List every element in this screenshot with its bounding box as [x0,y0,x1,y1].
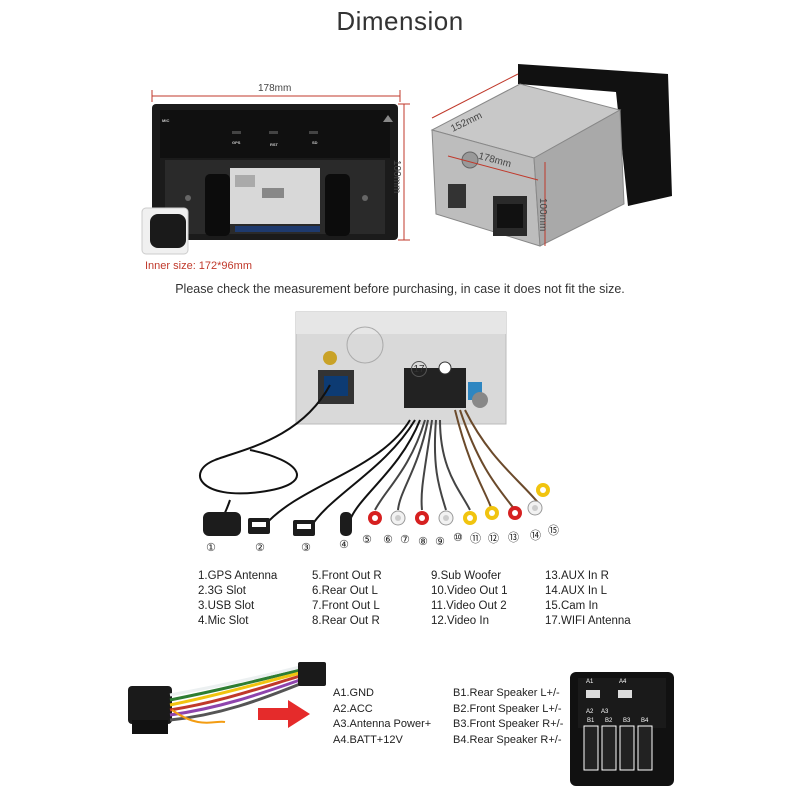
gps-antenna [203,512,241,536]
marker-10: ⑩ [453,532,463,544]
legend-col-1: 1.GPS Antenna 2.3G Slot 3.USB Slot 4.Mic… [198,569,277,629]
pin-b3: B3 [623,718,631,724]
rca-connectors [368,483,550,526]
mic-slot [340,512,352,536]
mic-label: MIC [162,118,170,123]
marker-4: ④ [339,539,349,551]
dimension-diagrams [141,64,672,255]
legend-item: 17.WIFI Antenna [545,615,631,627]
harness-a-item: A4.BATT+12V [333,733,403,746]
head-unit-front [152,104,398,240]
legend-item: 8.Rear Out R [312,615,380,627]
inner-size-inset [141,207,189,255]
pin-b4: B4 [641,718,649,724]
cable-bundle [199,384,541,529]
front-width-dimension [151,90,401,102]
pin-b1: B1 [587,718,595,724]
height-label: 100mm [391,160,402,194]
iso-connector-face [570,672,674,786]
legend-item: 12.Video In [431,615,489,627]
marker-3: ③ [301,542,311,554]
side-height-label: 100mm [537,198,548,232]
harness-a-list: A1.GND A2.ACC A3.Antenna Power+ A4.BATT+… [333,686,431,748]
legend-item: 3.USB Slot [198,600,255,612]
harness-b-list: B1.Rear Speaker L+/- B2.Front Speaker L+… [453,686,563,748]
marker-2: ② [255,542,265,554]
front-height-dimension [398,103,410,241]
legend-item: 15.Cam In [545,600,599,612]
harness-b-item: B4.Rear Speaker R+/- [453,733,562,746]
marker-8: ⑧ [418,536,428,548]
usb-3g-slot [248,518,270,534]
harness-b-item: B3.Front Speaker R+/- [453,718,564,730]
pin-a2: A2 [586,709,594,715]
legend-col-3: 9.Sub Woofer 10.Video Out 1 11.Video Out… [431,569,508,629]
marker-12: ⑫ [488,533,499,545]
harness-diagram [128,662,674,786]
marker-14: ⑭ [530,530,541,542]
legend-item: 14.AUX In L [545,585,608,597]
red-arrow-icon [258,700,310,728]
harness-a-item: A3.Antenna Power+ [333,718,432,730]
marker-1: ① [206,542,216,554]
legend-item: 4.Mic Slot [198,615,249,627]
legend-item: 11.Video Out 2 [431,600,507,612]
head-unit-rear [295,311,507,425]
legend-col-2: 5.Front Out R 6.Rear Out L 7.Front Out L… [312,569,382,629]
sd-label: SD [312,140,318,145]
purchase-notice: Please check the measurement before purc… [175,282,625,296]
legend-item: 1.GPS Antenna [198,570,278,582]
legend-item: 7.Front Out L [312,600,380,612]
legend-item: 5.Front Out R [312,570,382,582]
marker-15: ⑮ [548,525,559,537]
harness-a-item: A2.ACC [333,702,373,715]
pin-a1: A1 [586,679,594,685]
legend-item: 9.Sub Woofer [431,570,502,582]
marker-17: 17 [411,361,427,377]
page-title: Dimension [336,6,464,36]
gps-label: GPS [232,140,241,145]
usb-slot [293,520,315,536]
pin-a3: A3 [601,709,609,715]
rear-connections-diagram [199,311,550,536]
harness-b-item: B1.Rear Speaker L+/- [453,687,560,699]
marker-11: ⑪ [470,533,481,545]
legend-item: 13.AUX In R [545,570,609,582]
inner-size-label: Inner size: 172*96mm [145,260,252,272]
head-unit-side [430,64,672,247]
pin-a4: A4 [619,679,627,685]
pin-b2: B2 [605,718,613,724]
wire-harness [128,662,326,734]
legend-col-4: 13.AUX In R 14.AUX In L 15.Cam In 17.WIF… [545,569,631,629]
marker-5: ⑤ [362,534,372,546]
width-label: 178mm [258,83,292,94]
legend-item: 10.Video Out 1 [431,585,508,597]
marker-9: ⑨ [435,536,445,548]
legend-item: 6.Rear Out L [312,585,378,597]
marker-6: ⑥ [383,534,393,546]
marker-7: ⑦ [400,534,410,546]
harness-b-item: B2.Front Speaker L+/- [453,702,562,715]
marker-13: ⑬ [508,532,519,544]
rst-label: RST [270,142,278,147]
legend-item: 2.3G Slot [198,585,246,597]
harness-a-item: A1.GND [333,687,374,699]
